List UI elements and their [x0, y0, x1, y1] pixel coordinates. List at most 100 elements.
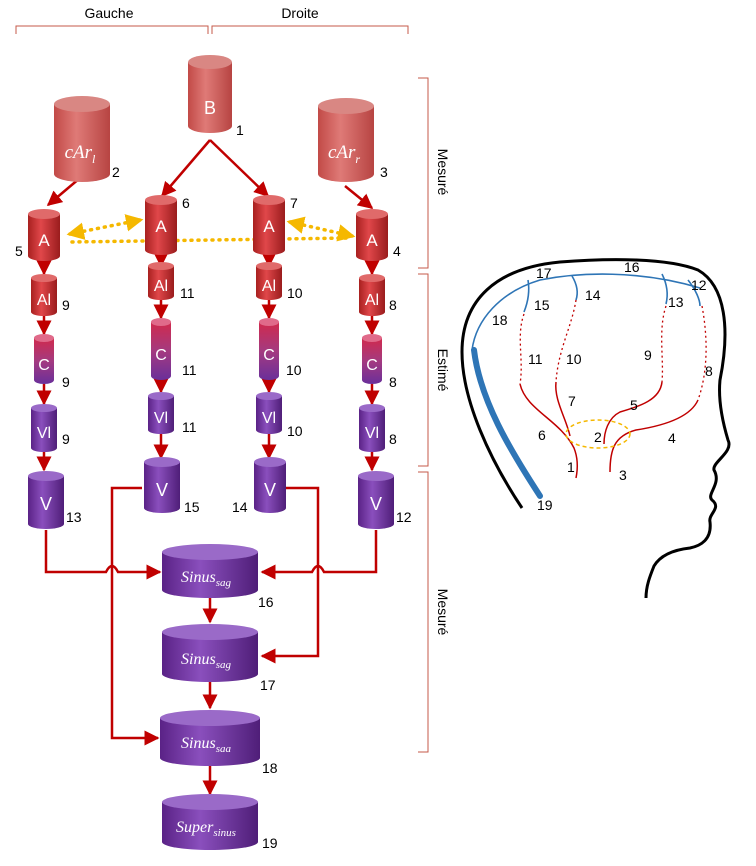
node-v12: V 12	[358, 471, 412, 529]
node-car-right-sub: r	[355, 152, 360, 166]
node-c11-label: C	[155, 347, 167, 364]
node-vl8-label: Vl	[365, 425, 379, 442]
node-vl10: Vl 10	[256, 392, 303, 439]
node-sinus-16-label: Sinus	[181, 569, 216, 586]
node-al11-num: 11	[180, 285, 195, 301]
node-v14: V 14	[232, 457, 286, 515]
node-b: B 1	[188, 55, 244, 138]
node-a5: A 5	[15, 209, 60, 261]
svg-text:cArl: cArl	[65, 142, 96, 166]
node-al9: Al 9	[31, 274, 70, 316]
node-c11: C 11	[151, 318, 197, 380]
head-label-19: 19	[537, 497, 553, 513]
svg-text:cArr: cArr	[328, 142, 360, 166]
node-sinus-17-num: 17	[260, 677, 276, 693]
head-label-11: 11	[528, 351, 543, 367]
head-label-1: 1	[567, 459, 575, 475]
head-label-2: 2	[594, 429, 602, 445]
node-super-sinus-19-label: Super	[176, 819, 214, 836]
node-vl8-num: 8	[389, 431, 397, 447]
node-sinus-17-sub: sag	[216, 659, 232, 671]
node-car-right-num: 3	[380, 164, 388, 180]
svg-text:Sinussaa: Sinussaa	[181, 735, 231, 755]
node-a4: A 4	[356, 209, 401, 261]
node-al8: Al 8	[359, 274, 397, 316]
node-v14-label: V	[264, 480, 276, 500]
node-al10: Al 10	[256, 262, 303, 301]
head-label-3: 3	[619, 467, 627, 483]
head-label-9: 9	[644, 347, 652, 363]
node-a7-num: 7	[290, 195, 298, 211]
node-vl9: Vl 9	[31, 404, 70, 452]
head-label-13: 13	[668, 294, 684, 310]
node-a6: A 6	[145, 195, 190, 255]
node-c9: C 9	[34, 334, 70, 390]
region-brackets: Mesuré Estimé Mesuré	[418, 77, 451, 753]
svg-text:Sinussag: Sinussag	[181, 651, 231, 671]
region-label-measured-top: Mesuré	[435, 149, 451, 196]
head-label-18: 18	[492, 312, 508, 328]
node-v12-label: V	[370, 494, 382, 514]
node-vl10-num: 10	[287, 423, 303, 439]
node-v14-num: 14	[232, 499, 248, 515]
node-v15-num: 15	[184, 499, 200, 515]
node-al10-num: 10	[287, 285, 303, 301]
node-v15-label: V	[156, 480, 168, 500]
node-sinus-18-num: 18	[262, 760, 278, 776]
head-illustration: 1 2 3 4 5 6 7 8 9 10 11 12 13 14 15 16 1…	[460, 258, 731, 599]
node-v13-label: V	[40, 494, 52, 514]
head-outline	[460, 258, 731, 599]
node-car-left-sub: l	[92, 152, 96, 166]
head-label-14: 14	[585, 287, 601, 303]
head-label-6: 6	[538, 427, 546, 443]
node-a6-label: A	[155, 217, 167, 236]
flow-arrows	[36, 139, 380, 796]
node-b-label: B	[204, 98, 216, 118]
node-al11: Al 11	[148, 262, 195, 301]
node-sinus-17-label: Sinus	[181, 651, 216, 668]
head-label-16: 16	[624, 259, 640, 275]
node-a4-num: 4	[393, 243, 401, 259]
nodes: B 1 cArl 2 cArr 3 A 5 A 6	[15, 55, 412, 851]
node-a7: A 7	[253, 195, 298, 255]
node-c10-label: C	[263, 347, 275, 364]
node-sinus-16-num: 16	[258, 594, 274, 610]
node-super-sinus-19: Supersinus 19	[162, 794, 278, 851]
node-vl9-label: Vl	[37, 425, 51, 442]
node-v15: V 15	[144, 457, 200, 515]
node-vl11: Vl 11	[148, 392, 197, 435]
dotted-links	[66, 214, 356, 244]
node-al8-num: 8	[389, 297, 397, 313]
node-a5-num: 5	[15, 243, 23, 259]
node-sinus-16: Sinussag 16	[162, 544, 274, 610]
head-label-15: 15	[534, 297, 550, 313]
node-vl10-label: Vl	[262, 410, 276, 427]
node-sinus-16-sub: sag	[216, 577, 232, 589]
node-v13: V 13	[28, 471, 82, 529]
node-c10: C 10	[259, 318, 302, 380]
head-label-8: 8	[705, 363, 713, 379]
head-label-7: 7	[568, 393, 576, 409]
node-al10-label: Al	[262, 278, 276, 295]
node-a6-num: 6	[182, 195, 190, 211]
head-circle-of-willis	[565, 419, 631, 449]
svg-text:Supersinus: Supersinus	[176, 819, 236, 839]
node-a5-label: A	[38, 231, 50, 250]
node-car-left: cArl 2	[54, 96, 120, 182]
node-vl11-label: Vl	[154, 410, 168, 427]
head-label-4: 4	[668, 430, 676, 446]
node-car-right-label: cAr	[328, 142, 356, 163]
left-side-label: Gauche	[84, 5, 133, 21]
node-vl11-num: 11	[182, 419, 197, 435]
node-vl9-num: 9	[62, 431, 70, 447]
node-v13-num: 13	[66, 509, 82, 525]
node-c11-num: 11	[182, 362, 197, 378]
svg-text:Sinussag: Sinussag	[181, 569, 231, 589]
node-c8: C 8	[362, 334, 397, 390]
head-label-10: 10	[566, 351, 582, 367]
node-c9-label: C	[38, 357, 50, 374]
node-super-sinus-19-sub: sinus	[213, 827, 236, 839]
node-car-left-label: cAr	[65, 142, 93, 163]
side-brackets: Gauche Droite	[15, 5, 409, 34]
